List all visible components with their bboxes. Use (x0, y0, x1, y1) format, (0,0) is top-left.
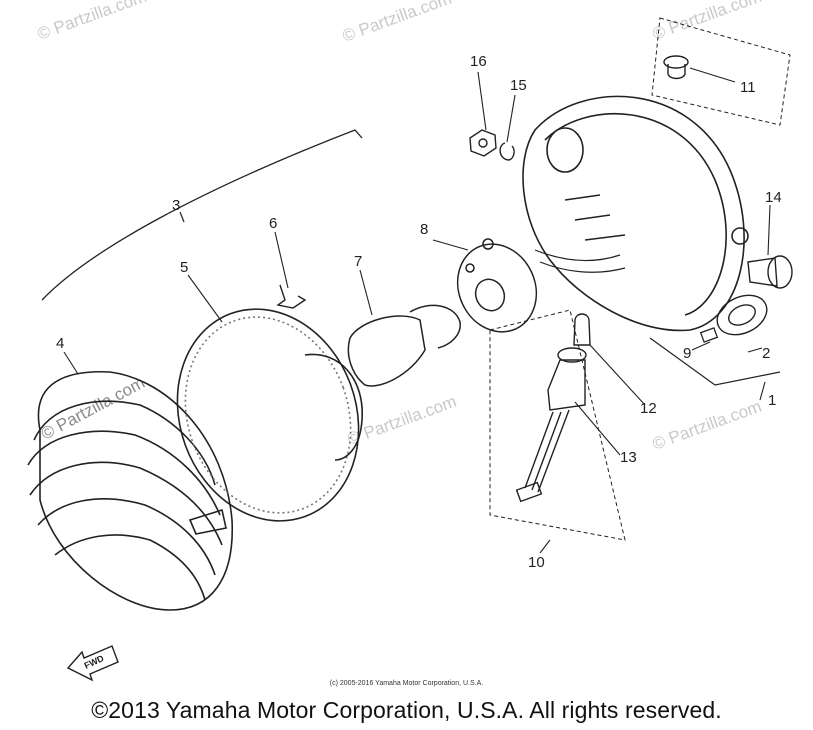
callout-11: 11 (740, 79, 756, 96)
callout-14: 14 (765, 189, 782, 206)
pilot-socket (515, 347, 587, 503)
callout-5: 5 (180, 259, 188, 276)
callout-16: 16 (470, 53, 487, 70)
headlight-housing (522, 95, 749, 332)
housing-wires (534, 249, 626, 273)
watermark: © Partzilla.com (35, 0, 149, 44)
watermark: © Partzilla.com (340, 0, 454, 46)
headlight-lens (176, 308, 363, 522)
box-10 (489, 309, 626, 541)
watermark: © Partzilla.com (650, 397, 764, 454)
screw (699, 327, 719, 343)
callout-3: 3 (172, 197, 180, 214)
mounting-bolt (747, 255, 793, 289)
callout-10: 10 (528, 554, 545, 571)
callout-7: 7 (354, 253, 362, 270)
bracket-1 (649, 337, 781, 386)
spacer (716, 294, 768, 336)
callout-6: 6 (269, 215, 277, 232)
pilot-bulb (573, 313, 591, 346)
callout-9: 9 (683, 345, 691, 362)
diagram-copyright: (c) 2005-2016 Yamaha Motor Corporation, … (329, 680, 484, 687)
callout-4: 4 (56, 335, 64, 352)
bulb-socket (456, 238, 538, 333)
bulb (347, 304, 461, 387)
box-11 (651, 17, 791, 126)
footer-copyright: ©2013 Yamaha Motor Corporation, U.S.A. A… (91, 697, 722, 723)
callout-13: 13 (620, 449, 637, 466)
spring-clip (276, 284, 307, 309)
washer-and-nut (469, 129, 515, 161)
leader-lines (63, 67, 771, 554)
callout-labels: 1 2 3 4 5 6 7 8 9 10 11 12 13 14 15 16 (56, 53, 782, 571)
callout-2: 2 (762, 345, 770, 362)
watermark: © Partzilla.com (650, 0, 764, 44)
callout-1: 1 (768, 392, 776, 409)
callout-12: 12 (640, 400, 657, 417)
callout-15: 15 (510, 77, 527, 94)
fwd-arrow: FWD (66, 645, 119, 682)
grommet (663, 55, 689, 80)
headlight-guard (27, 370, 233, 611)
callout-8: 8 (420, 221, 428, 238)
bracket-3 (41, 129, 363, 301)
